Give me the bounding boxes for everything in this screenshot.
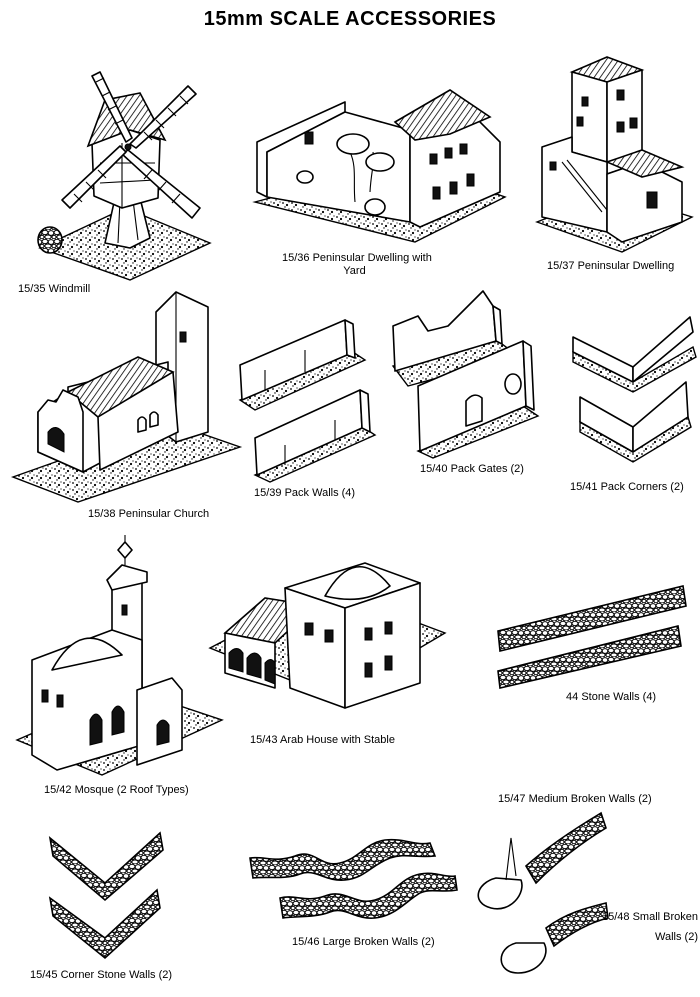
caption-15-41: 15/41 Pack Corners (2) — [570, 481, 684, 493]
peninsular-dwelling-yard-illustration — [245, 82, 510, 247]
small-broken-walls-illustration — [466, 808, 611, 983]
page-title: 15mm SCALE ACCESSORIES — [203, 8, 497, 30]
stone-walls-illustration — [488, 576, 693, 691]
caption-15-43: 15/43 Arab House with Stable — [250, 734, 395, 746]
pack-gates-illustration — [388, 286, 543, 461]
caption-15-39: 15/39 Pack Walls (4) — [254, 487, 356, 499]
caption-44: 44 Stone Walls (4) — [566, 691, 657, 703]
caption-15-42: 15/42 Mosque (2 Roof Types) — [44, 784, 189, 796]
corner-stone-walls-illustration — [45, 828, 170, 978]
caption-15-37: 15/37 Peninsular Dwelling — [547, 260, 675, 272]
peninsular-church-illustration — [8, 292, 243, 507]
arab-house-stable-illustration — [205, 548, 450, 733]
mosque-illustration — [12, 530, 227, 780]
windmill-illustration — [30, 68, 220, 283]
peninsular-dwelling-illustration — [532, 52, 697, 257]
pack-corners-illustration — [568, 312, 700, 472]
caption-15-46: 15/46 Large Broken Walls (2) — [292, 936, 435, 948]
caption-15-35: 15/35 Windmill — [18, 283, 91, 295]
caption-15-47: 15/47 Medium Broken Walls (2) — [498, 793, 652, 805]
caption-15-38: 15/38 Peninsular Church — [88, 508, 210, 520]
pack-walls-illustration — [235, 310, 380, 485]
caption-15-40: 15/40 Pack Gates (2) — [420, 463, 524, 475]
large-broken-walls-illustration — [245, 838, 460, 940]
caption-15-45: 15/45 Corner Stone Walls (2) — [30, 969, 173, 981]
